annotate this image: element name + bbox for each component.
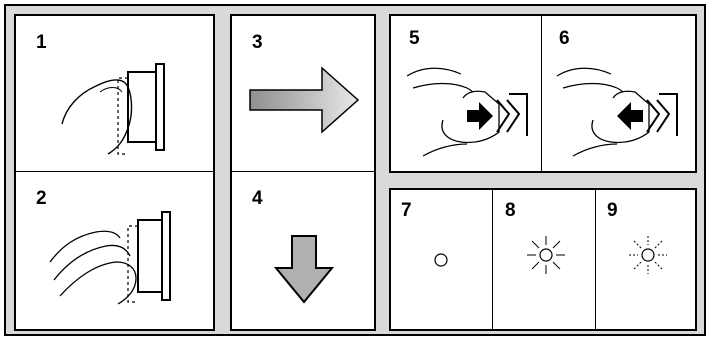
led-off-icon bbox=[429, 248, 453, 272]
panel-arrows: 3 4 bbox=[230, 14, 376, 331]
hand-push-in-icon bbox=[403, 48, 543, 168]
step-8-label: 8 bbox=[505, 200, 516, 222]
step-1-label: 1 bbox=[36, 32, 47, 54]
panel-led-states: 7 8 9 bbox=[389, 188, 697, 331]
two-fingers-pressing-button-icon bbox=[46, 206, 186, 316]
hand-pull-out-icon bbox=[553, 48, 693, 168]
divider bbox=[232, 171, 374, 172]
divider bbox=[492, 190, 493, 329]
panel-press-buttons: 1 2 bbox=[14, 14, 215, 331]
panel-hand-actions: 5 6 bbox=[389, 14, 697, 173]
diagram-frame: 1 2 3 bbox=[4, 4, 706, 336]
down-arrow-icon bbox=[272, 232, 336, 312]
right-arrow-icon bbox=[246, 60, 366, 140]
step-7-label: 7 bbox=[401, 200, 412, 222]
step-6-label: 6 bbox=[559, 28, 570, 50]
led-blinking-icon bbox=[623, 230, 673, 280]
divider bbox=[595, 190, 596, 329]
step-5-label: 5 bbox=[409, 28, 420, 50]
step-9-label: 9 bbox=[607, 200, 618, 222]
step-2-label: 2 bbox=[36, 188, 47, 210]
step-3-label: 3 bbox=[252, 32, 263, 54]
led-on-icon bbox=[521, 230, 571, 280]
divider bbox=[16, 171, 213, 172]
step-4-label: 4 bbox=[252, 188, 263, 210]
finger-pressing-button-icon bbox=[56, 56, 186, 166]
